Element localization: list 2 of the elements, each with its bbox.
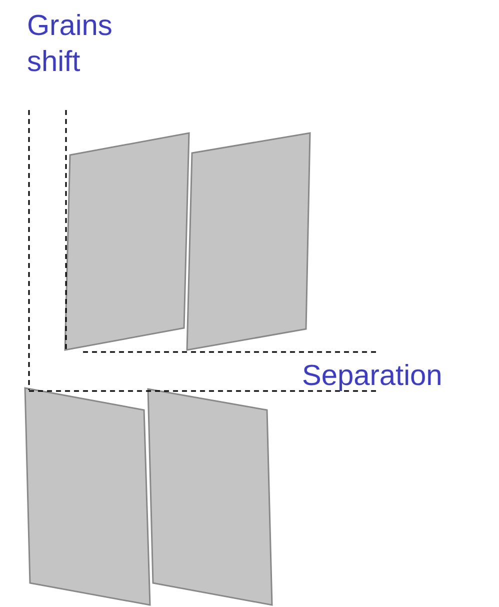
label: Grains shift — [27, 9, 114, 80]
label: Separation — [302, 359, 442, 394]
